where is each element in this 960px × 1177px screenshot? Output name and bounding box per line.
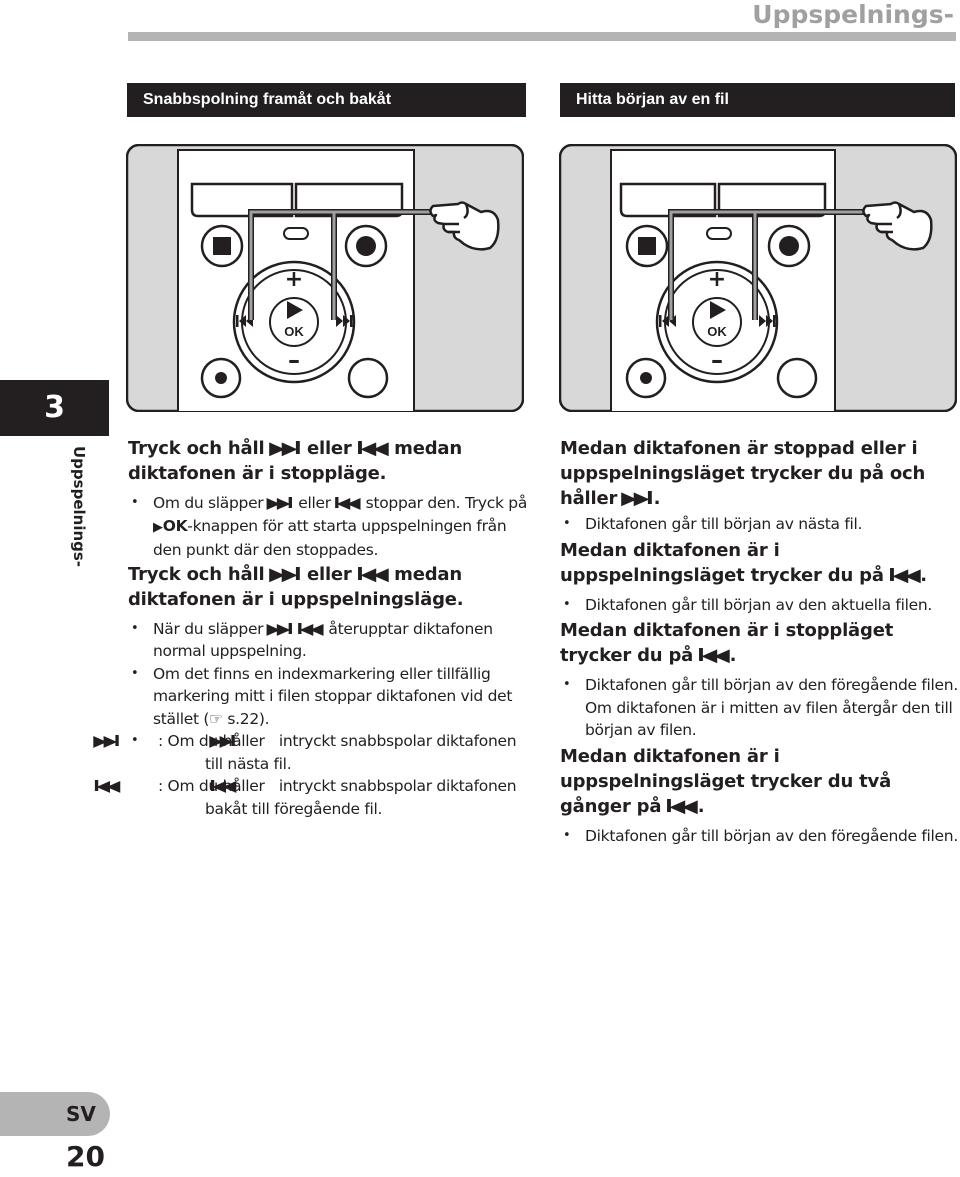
recorder-body: + – OK [126, 144, 524, 412]
rewind-icon: I◀◀ [887, 564, 921, 586]
rewind-icon: I◀◀ [296, 619, 324, 638]
svg-text:OK: OK [707, 324, 727, 339]
reference-icon: ☞ [209, 709, 223, 728]
instruction-heading: Tryck och håll ▶▶I eller I◀◀ medan dikta… [128, 438, 462, 484]
record-button-icon [356, 236, 376, 256]
play-icon [710, 301, 726, 319]
bullet-item: Diktafonen går till början av den föregå… [560, 674, 960, 742]
forward-icon: ▶▶I [621, 488, 654, 509]
play-icon [287, 301, 303, 319]
rewind-icon: I◀◀ [333, 494, 361, 512]
section-title-fast-forward: Snabbspolning framåt och bakåt [127, 83, 526, 117]
bullet-item: När du släpper ▶▶I I◀◀ återupptar diktaf… [128, 618, 528, 663]
chapter-number-tab: 3 [0, 380, 109, 436]
chapter-label: Uppspelnings- [70, 446, 88, 568]
forward-icon: ▶▶I [268, 563, 302, 585]
record-button-icon [779, 236, 799, 256]
instruction-heading: Medan diktafonen är i uppspelningsläget … [560, 539, 927, 586]
rewind-icon: I◀◀ [355, 438, 389, 459]
forward-icon: ▶▶I [268, 438, 302, 459]
svg-text:–: – [711, 346, 723, 374]
rewind-icon: I◀◀ [697, 645, 730, 666]
bullet-item: ▶▶I: Om du håller ▶▶I intryckt snabbspol… [93, 730, 528, 775]
highlight-callout [248, 209, 431, 320]
rewind-icon: I◀◀ [355, 563, 389, 585]
bullet-item: Diktafonen går till början av den aktuel… [560, 594, 960, 617]
forward-icon: ▶▶I [266, 494, 293, 512]
highlight-callout [668, 209, 864, 320]
bullet-item: Diktafonen går till början av den föregå… [560, 825, 960, 848]
page-number: 20 [66, 1140, 105, 1173]
forward-icon [336, 315, 353, 327]
page-header-title: Uppspelnings- [752, 0, 954, 29]
rewind-icon [659, 315, 676, 327]
right-column: Medan diktafonen är stoppad eller i upps… [560, 436, 960, 847]
play-icon: ▶ [153, 519, 163, 535]
bullet-item: I◀◀: Om du håller I◀◀ intryckt snabbspol… [93, 777, 517, 818]
pointing-hand-icon [862, 201, 933, 251]
svg-text:OK: OK [284, 324, 304, 339]
header-rule [128, 32, 956, 41]
recorder-illustration-left: + – OK [126, 144, 524, 412]
instruction-heading: Medan diktafonen är stoppad eller i upps… [560, 438, 926, 509]
language-tab: SV [0, 1092, 110, 1136]
bullet-item: Diktafonen går till början av nästa fil. [560, 513, 960, 536]
svg-text:+: + [285, 267, 303, 292]
instruction-heading: Tryck och håll ▶▶I eller I◀◀ medan dikta… [128, 563, 464, 610]
forward-icon [759, 315, 776, 327]
instruction-heading: Medan diktafonen är i stoppläget trycker… [560, 620, 894, 666]
svg-text:–: – [288, 346, 300, 374]
bullet-item: Om det finns en indexmarkering eller til… [128, 663, 528, 731]
stop-button-icon [213, 237, 231, 255]
left-column: Tryck och håll ▶▶I eller I◀◀ medan dikta… [93, 436, 528, 820]
section-title-find-file-start: Hitta början av en fil [560, 83, 955, 117]
pointing-hand-icon [429, 201, 500, 251]
bullet-item: Om du släpper ▶▶I eller I◀◀ stoppar den.… [128, 492, 528, 562]
stop-button-icon [638, 237, 656, 255]
svg-text:+: + [708, 267, 726, 292]
recorder-illustration-right: + – OK [559, 144, 957, 412]
rewind-icon: I◀◀ [665, 795, 698, 817]
instruction-heading: Medan diktafonen är i uppspelningsläget … [560, 745, 892, 817]
forward-icon: ▶▶I [266, 619, 293, 638]
